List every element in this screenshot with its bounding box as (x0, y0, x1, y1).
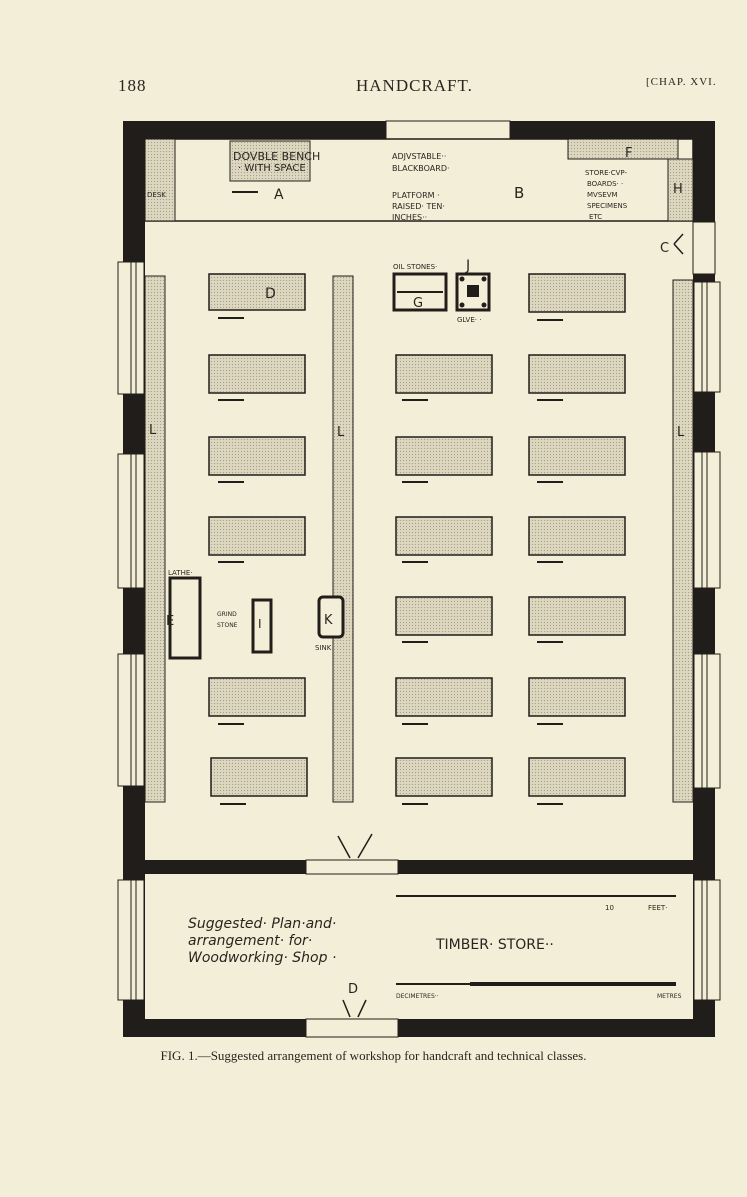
label-feet-10: 10 (605, 904, 614, 912)
label-l-left: L (149, 423, 157, 438)
label-l-right: L (677, 425, 685, 440)
figure-caption: FIG. 1.—Suggested arrangement of worksho… (160, 1048, 587, 1063)
label-h: H (673, 182, 683, 197)
label-blackboard-1: ADJVSTABLE·· (392, 152, 446, 161)
grindstone (251, 598, 273, 654)
label-grindstone-2: STONE (217, 622, 238, 629)
label-store-3: MVSEVM (587, 191, 618, 199)
label-grindstone-1: GRIND (217, 611, 237, 618)
label-platform-1: PLATFORM · (392, 191, 440, 200)
long-bench-middle (332, 275, 354, 803)
label-sink: SINK (315, 644, 332, 652)
store-cupboards-f (567, 138, 679, 160)
label-e: E (166, 614, 174, 629)
workbenches (208, 273, 626, 797)
label-decimetres: DECIMETRES·· (396, 993, 439, 1000)
label-suggested-3: Woodworking· Shop · (188, 950, 336, 966)
label-f: F (625, 146, 632, 161)
double-bench (229, 140, 311, 182)
lathe (168, 576, 202, 660)
label-c: C (660, 241, 669, 256)
label-g: G (413, 296, 423, 311)
walls (123, 121, 715, 1037)
long-bench-left (144, 275, 166, 803)
label-k: K (324, 613, 333, 628)
label-i: I (258, 617, 262, 631)
label-a: A (274, 187, 284, 203)
label-l-middle: L (337, 425, 345, 440)
label-store-1: STORE·CVP- (585, 169, 627, 177)
scale-bars (396, 895, 676, 986)
label-blackboard-2: BLACKBOARD· (392, 164, 450, 173)
label-oil-stones: OIL STONES· (393, 263, 437, 271)
label-with-space: · WITH SPACE (238, 163, 306, 174)
label-store-5: ETC (589, 213, 602, 221)
running-title: HANDCRAFT. (356, 76, 473, 95)
label-timber-store: TIMBER· STORE·· (435, 937, 554, 953)
store-cupboards-h (667, 158, 694, 222)
label-metres: METRES (657, 993, 682, 1000)
label-lathe: LATHE· (168, 569, 193, 577)
label-d-door: D (348, 982, 358, 997)
label-platform-2: RAISED· TEN· (392, 202, 445, 211)
label-feet: FEET· (648, 904, 667, 912)
label-suggested-2: arrangement· for· (188, 933, 312, 949)
label-glue: GLVE· · (457, 316, 481, 324)
door-arrows (337, 233, 684, 1018)
label-j: J (465, 258, 470, 274)
label-store-4: SPECIMENS (587, 202, 628, 210)
label-d-bench: D (265, 286, 276, 302)
label-suggested-1: Suggested· Plan·and· (188, 916, 336, 932)
label-desk: DESK (147, 191, 166, 199)
sink (317, 595, 345, 639)
desk (144, 138, 176, 222)
long-bench-right (672, 279, 694, 803)
page-number: 188 (118, 76, 147, 95)
chapter-label: [CHAP. XVI. (646, 76, 717, 88)
window-mullions (130, 262, 708, 1000)
label-b: B (514, 184, 524, 202)
label-store-2: BOARDS· · (587, 180, 623, 188)
bench-vices (218, 191, 563, 805)
label-double-bench: DOVBLE BENCH (233, 150, 320, 163)
label-platform-3: INCHES·· (392, 213, 427, 222)
openings (117, 120, 721, 1038)
